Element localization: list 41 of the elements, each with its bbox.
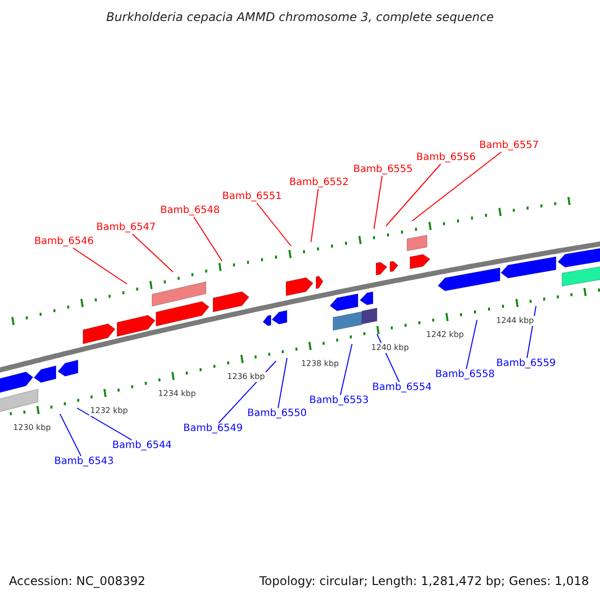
leader-line xyxy=(218,360,276,424)
position-label: 1238 kbp xyxy=(300,359,340,369)
leader-line xyxy=(76,408,132,440)
gene-label: Bamb_6559 xyxy=(496,358,556,370)
leader-line xyxy=(278,358,288,408)
gene-label: Bamb_6551 xyxy=(222,191,282,203)
position-label: 1244 kbp xyxy=(495,316,535,326)
leader-line xyxy=(256,202,292,246)
chart-title: Burkholderia cepacia AMMD chromosome 3, complete sequence xyxy=(105,10,495,24)
gene-label: Bamb_6546 xyxy=(34,236,94,248)
gene-label: Bamb_6548 xyxy=(160,205,220,217)
leader-line xyxy=(72,248,128,284)
position-label: 1240 kbp xyxy=(370,343,410,353)
leader-line xyxy=(386,164,442,226)
gene-label: Bamb_6547 xyxy=(96,222,156,234)
leader-line xyxy=(193,216,222,262)
position-label: 1234 kbp xyxy=(157,389,197,399)
sequence-info-text: Topology: circular; Length: 1,281,472 bp; Genes: 1,018 xyxy=(259,574,589,588)
gene-label: Bamb_6550 xyxy=(247,408,307,420)
leader-line xyxy=(132,234,174,272)
position-label: 1232 kbp xyxy=(89,406,129,416)
gene-label: Bamb_6543 xyxy=(54,456,114,468)
accession-text: Accession: NC_008392 xyxy=(9,574,146,588)
position-label: 1236 kbp xyxy=(226,372,266,382)
leader-line xyxy=(412,152,502,222)
leader-line xyxy=(466,320,478,370)
position-label: 1242 kbp xyxy=(425,330,465,340)
gene-label: Bamb_6557 xyxy=(479,140,539,152)
position-label: 1230 kbp xyxy=(12,423,52,433)
leader-line xyxy=(60,414,82,456)
gene-label: Bamb_6553 xyxy=(309,395,369,407)
leader-line xyxy=(310,188,319,242)
gene-label: Bamb_6555 xyxy=(353,164,413,176)
gene-label: Bamb_6554 xyxy=(372,382,432,394)
gene-label: Bamb_6558 xyxy=(435,369,495,381)
leader-line xyxy=(374,176,383,230)
gene-label: Bamb_6552 xyxy=(289,177,349,189)
gene-label: Bamb_6556 xyxy=(416,152,476,164)
gene-label: Bamb_6549 xyxy=(183,423,243,435)
leader-line xyxy=(340,344,352,396)
gene-label: Bamb_6544 xyxy=(112,440,172,452)
